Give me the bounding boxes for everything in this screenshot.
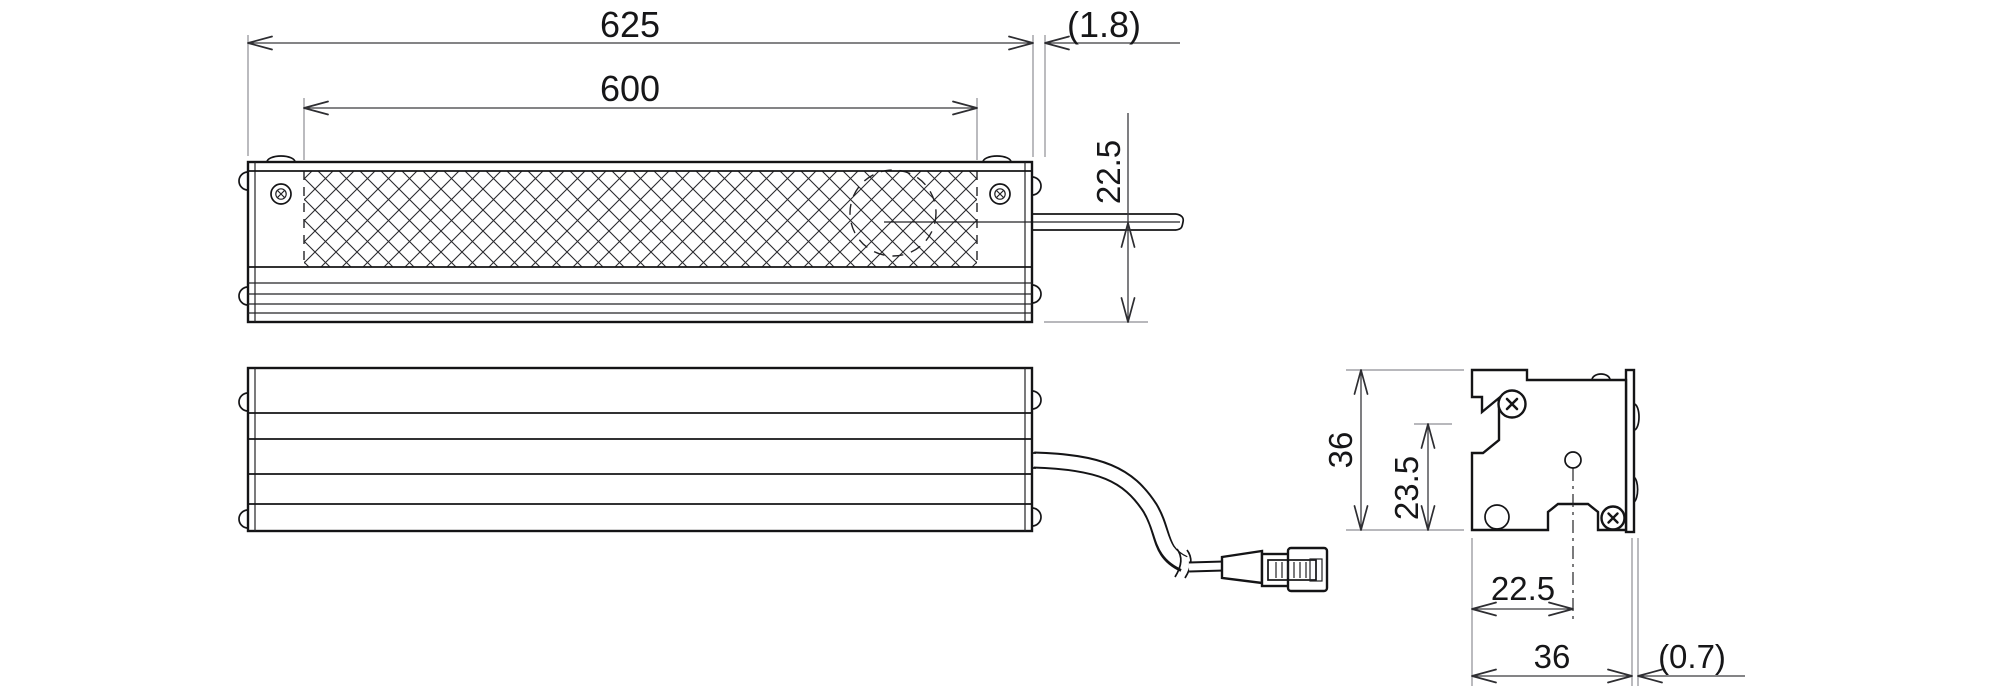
pilot-hole (1564, 451, 1582, 469)
left-edge-bump-lower (238, 286, 249, 306)
crimp-sleeve (1220, 549, 1264, 585)
right-edge-bump-upper (1031, 390, 1042, 410)
dim-label-window-offset: 23.5 (1388, 456, 1425, 520)
dim-cable-offset: 22.5 (1044, 113, 1148, 323)
dim-label-side-width: 36 (1534, 638, 1571, 675)
screw-icon (270, 183, 292, 205)
side-view (1470, 368, 1640, 622)
emitting-window-hatch (304, 171, 977, 267)
left-edge-bump-upper (238, 171, 249, 191)
front-view-cable (1032, 451, 1225, 579)
dim-label-slot-offset: 22.5 (1491, 570, 1555, 607)
screw-icon (1497, 389, 1527, 419)
dim-label-side-height: 36 (1322, 432, 1359, 469)
dim-label-cable-offset: 22.5 (1090, 140, 1127, 204)
contact-serration (1275, 562, 1307, 578)
left-screw-dome (266, 155, 296, 163)
dim-emitting-length: 600 (303, 68, 978, 160)
top-view-body (246, 160, 1034, 324)
dim-label-end-gap: (1.8) (1067, 4, 1141, 45)
screw-icon (1600, 505, 1626, 531)
housing-rib-lines (248, 282, 1032, 314)
left-edge-bump-lower (238, 509, 249, 529)
dim-plate-thickness: (0.7) (1637, 538, 1745, 686)
right-screw-dome (982, 155, 1012, 163)
dim-side-height: 36 (1322, 369, 1464, 531)
extrusion-lines (248, 412, 1032, 505)
top-view-cable (1032, 213, 1185, 231)
front-view (238, 366, 1329, 593)
dim-end-gap: (1.8) (1044, 4, 1180, 157)
mounting-hole (1484, 504, 1510, 530)
right-edge-bump-lower (1031, 284, 1042, 304)
dim-slot-offset: 22.5 (1471, 538, 1574, 686)
front-view-body (246, 366, 1034, 533)
dim-label-plate-thickness: (0.7) (1658, 638, 1726, 675)
connector-latch (1309, 558, 1323, 582)
cable-exit (1032, 452, 1036, 469)
connector-contact-window (1267, 559, 1317, 581)
top-view (238, 155, 1185, 324)
left-edge-bump-upper (238, 392, 249, 412)
screw-icon (989, 183, 1011, 205)
right-edge-bump-lower (1031, 507, 1042, 527)
connector (1220, 546, 1329, 593)
dim-label-emitting-length: 600 (600, 68, 660, 109)
dim-overall-length: 625 (247, 4, 1034, 157)
emitting-area-circle (849, 169, 937, 257)
dim-label-overall-length: 625 (600, 4, 660, 45)
cable-break-icon (1174, 548, 1182, 578)
dim-window-offset: 23.5 (1388, 423, 1452, 531)
dim-side-width: 36 (1471, 538, 1633, 686)
right-edge-bump-upper (1031, 176, 1042, 196)
profile-top-dome (1591, 373, 1611, 381)
plate-edge-bumps (1633, 403, 1640, 503)
